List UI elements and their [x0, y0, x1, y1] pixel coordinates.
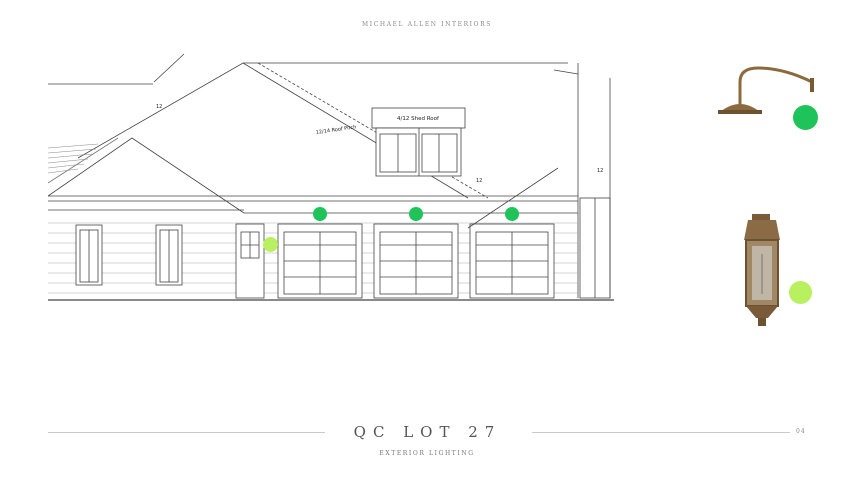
gooseneck-barn-light-icon [718, 66, 814, 114]
shed-roof-label: 4/12 Shed Roof [397, 116, 440, 122]
gooseneck-light-marker [313, 207, 327, 221]
gooseneck-fixture-marker [793, 105, 818, 130]
gooseneck-light-marker [505, 207, 519, 221]
gooseneck-light-marker [409, 207, 423, 221]
lantern-light-marker [263, 237, 278, 252]
pitch-mark: 12 [476, 178, 482, 184]
page-title: QC LOT 27 [353, 423, 502, 441]
wall-lantern-icon [744, 214, 780, 326]
pitch-mark: 12 [156, 104, 162, 110]
page-number: 04 [796, 428, 806, 435]
house-elevation-drawing: 4/12 Shed Roof 12/14 Roof Pitch 12 12 12 [48, 53, 614, 301]
roof-pitch-label: 12/14 Roof Pitch [315, 124, 356, 136]
footer-divider-left [48, 432, 325, 433]
lantern-fixture-marker [789, 281, 812, 304]
footer-divider-right [532, 432, 790, 433]
brand-header: MICHAEL ALLEN INTERIORS [361, 21, 493, 28]
page-subtitle: EXTERIOR LIGHTING [379, 450, 475, 457]
pitch-mark: 12 [597, 168, 603, 174]
